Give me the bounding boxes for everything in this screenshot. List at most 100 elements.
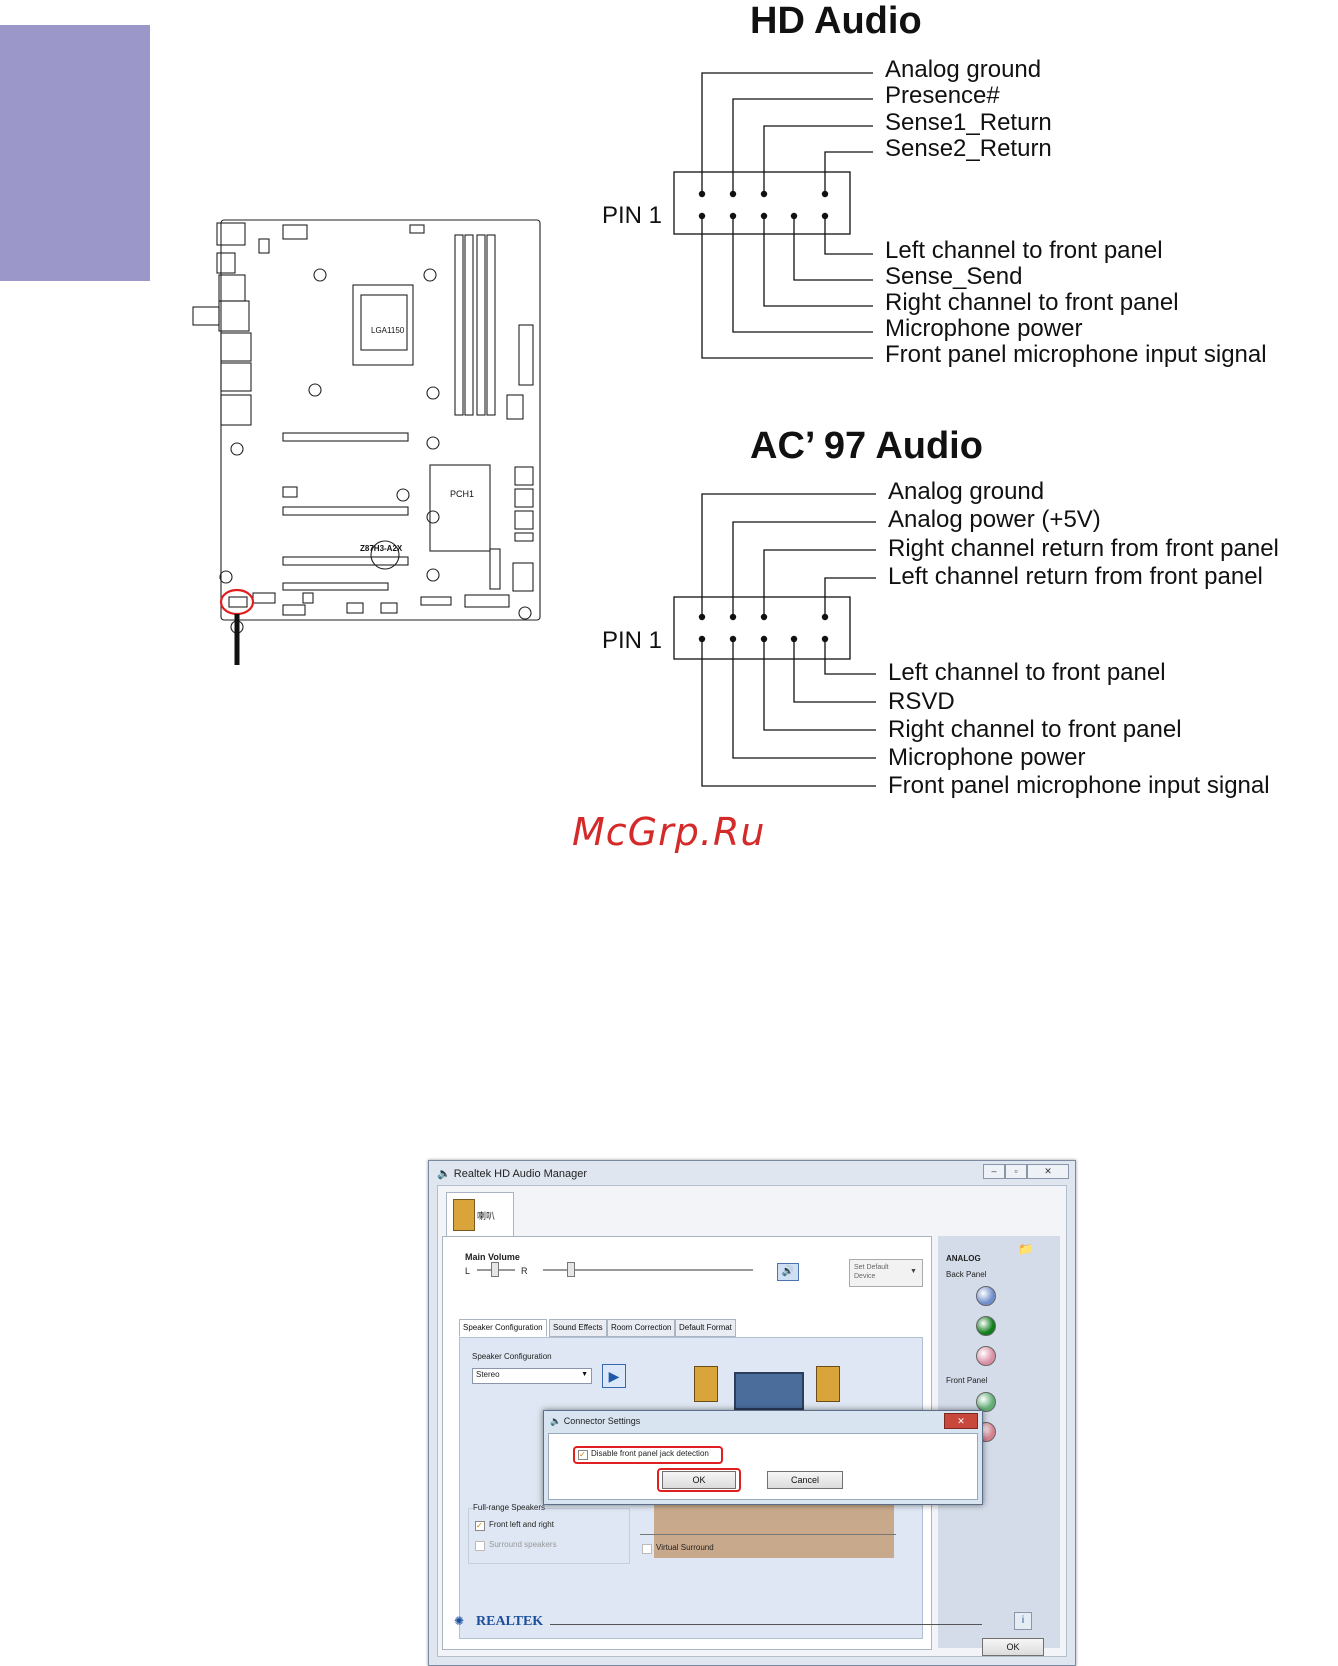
tab-sound-effects[interactable]: Sound Effects (549, 1319, 607, 1337)
jack-green-icon[interactable] (976, 1316, 996, 1336)
realtek-window: 🔈 Realtek HD Audio Manager – ▫ ✕ 喇叭 Main… (428, 1160, 1076, 1666)
hd-pin1-label: PIN 1 (602, 202, 663, 229)
ac97-audio-title: AC’ 97 Audio (750, 425, 983, 467)
ac97-header-box (673, 596, 851, 660)
disable-jack-checkbox[interactable]: ✓ (578, 1450, 588, 1460)
speaker-icon (453, 1199, 475, 1231)
select-chevron-icon: ▼ (581, 1371, 588, 1378)
full-range-group: Full-range Speakers ✓ Front left and rig… (468, 1503, 630, 1564)
jack-pink-icon[interactable] (976, 1346, 996, 1366)
volume-right-label: R (521, 1266, 528, 1276)
balance-slider-thumb[interactable] (491, 1262, 499, 1277)
ac97-pins (698, 613, 829, 643)
ac97-bottom-label-2: RSVD (888, 688, 955, 715)
monitor-icon (734, 1372, 804, 1410)
audio-header-highlight (219, 588, 255, 616)
back-panel-label: Back Panel (946, 1270, 987, 1279)
front-lr-checkbox[interactable]: ✓ (475, 1521, 485, 1531)
window-body: 喇叭 Main Volume L R 🔊 Set Default Device … (437, 1185, 1067, 1657)
ac97-bottom-label-5: Front panel microphone input signal (888, 772, 1270, 799)
hd-pins (698, 190, 829, 220)
ok-highlight: OK (657, 1468, 741, 1492)
hd-leader-lines (701, 72, 873, 359)
realtek-crab-icon: ✺ (454, 1614, 465, 1628)
disable-jack-label: Disable front panel jack detection (591, 1449, 709, 1458)
left-speaker-icon[interactable] (694, 1366, 718, 1402)
right-speaker-icon[interactable] (816, 1366, 840, 1402)
ac97-bottom-label-4: Microphone power (888, 744, 1086, 771)
device-tab[interactable]: 喇叭 (446, 1192, 514, 1237)
maximize-button[interactable]: ▫ (1005, 1164, 1027, 1179)
board-model-label: Z87H3-A2X (360, 544, 403, 553)
hd-audio-pin-diagram (673, 72, 873, 359)
hd-top-label-3: Sense1_Return (885, 109, 1052, 136)
hd-header-box (673, 171, 851, 235)
hd-bottom-label-4: Microphone power (885, 315, 1083, 342)
board-outline (220, 219, 541, 621)
hd-top-label-2: Presence# (885, 82, 1000, 109)
close-button[interactable]: ✕ (1027, 1164, 1069, 1179)
volume-left-label: L (465, 1266, 471, 1276)
play-test-button[interactable]: ▶ (602, 1364, 626, 1388)
speaker-config-value: Stereo (476, 1370, 500, 1379)
jack-blue-icon[interactable] (976, 1286, 996, 1306)
connector-settings-dialog: 🔈 Connector Settings ✕ ✓ Disable front p… (543, 1410, 983, 1505)
dialog-close-button[interactable]: ✕ (944, 1413, 978, 1429)
hd-bottom-label-5: Front panel microphone input signal (885, 341, 1267, 368)
dialog-content: ✓ Disable front panel jack detection OK … (548, 1433, 978, 1500)
dialog-speaker-icon: 🔈 (550, 1416, 562, 1426)
ac97-leader-lines (701, 493, 876, 787)
dialog-cancel-button[interactable]: Cancel (767, 1471, 843, 1489)
front-panel-label: Front Panel (946, 1376, 988, 1385)
device-tab-label: 喇叭 (477, 1211, 496, 1221)
speaker-config-label: Speaker Configuration (472, 1352, 552, 1361)
hd-top-label-1: Analog ground (885, 56, 1042, 83)
dialog-title-bar: 🔈 Connector Settings (550, 1416, 640, 1427)
footer-divider (550, 1624, 982, 1625)
ac97-bottom-label-1: Left channel to front panel (888, 659, 1166, 686)
speaker-small-icon: 🔈 (437, 1168, 451, 1180)
side-color-tab (0, 25, 150, 281)
tab-room-correction[interactable]: Room Correction (607, 1319, 676, 1337)
surround-checkbox[interactable] (475, 1541, 485, 1551)
front-jack-green-icon[interactable] (976, 1392, 996, 1412)
volume-slider-thumb[interactable] (567, 1262, 575, 1277)
chevron-down-icon: ▼ (910, 1268, 917, 1275)
tab-speaker-configuration[interactable]: Speaker Configuration (459, 1319, 547, 1337)
hd-bottom-label-2: Sense_Send (885, 263, 1023, 290)
realtek-logo-text: REALTEK (476, 1614, 544, 1629)
chipset-label: PCH1 (450, 489, 474, 499)
dialog-ok-button[interactable]: OK (662, 1471, 736, 1489)
main-volume-label: Main Volume (465, 1252, 520, 1262)
volume-slider-track[interactable] (543, 1269, 753, 1271)
set-default-device-button[interactable]: Set Default Device ▼ (849, 1259, 923, 1287)
dialog-title: Connector Settings (563, 1416, 641, 1426)
folder-icon[interactable]: 📁 (1018, 1242, 1033, 1256)
disable-jack-highlight: ✓ Disable front panel jack detection (573, 1446, 723, 1464)
ac97-top-label-1: Analog ground (888, 478, 1045, 505)
full-range-title: Full-range Speakers (473, 1503, 546, 1512)
hd-audio-title: HD Audio (750, 0, 922, 42)
virtual-surround-checkbox[interactable] (642, 1544, 652, 1554)
window-ok-button[interactable]: OK (982, 1638, 1044, 1656)
tab-default-format[interactable]: Default Format (675, 1319, 736, 1337)
surround-label: Surround speakers (489, 1540, 557, 1549)
motherboard-layout: Z87H3-A2X LGA1150 PCH1 (192, 219, 541, 665)
ac97-bottom-label-3: Right channel to front panel (888, 716, 1182, 743)
socket-label: LGA1150 (371, 326, 405, 335)
mute-speaker-icon[interactable]: 🔊 (777, 1263, 799, 1281)
speaker-config-select[interactable]: Stereo ▼ (472, 1368, 592, 1384)
window-title-bar: 🔈 Realtek HD Audio Manager (437, 1167, 587, 1180)
minimize-button[interactable]: – (983, 1164, 1005, 1179)
set-default-device-label: Set Default Device (854, 1264, 889, 1280)
analog-label: ANALOG (946, 1254, 981, 1263)
watermark-text: McGrp.Ru (572, 810, 766, 854)
ac97-audio-pin-diagram (673, 493, 876, 787)
virtual-surround-label: Virtual Surround (656, 1543, 714, 1552)
hd-bottom-label-1: Left channel to front panel (885, 237, 1163, 264)
hd-bottom-label-3: Right channel to front panel (885, 289, 1179, 316)
info-icon[interactable]: i (1014, 1612, 1032, 1630)
front-lr-label: Front left and right (489, 1520, 554, 1529)
ac97-top-label-4: Left channel return from front panel (888, 563, 1263, 590)
hd-top-label-4: Sense2_Return (885, 135, 1052, 162)
